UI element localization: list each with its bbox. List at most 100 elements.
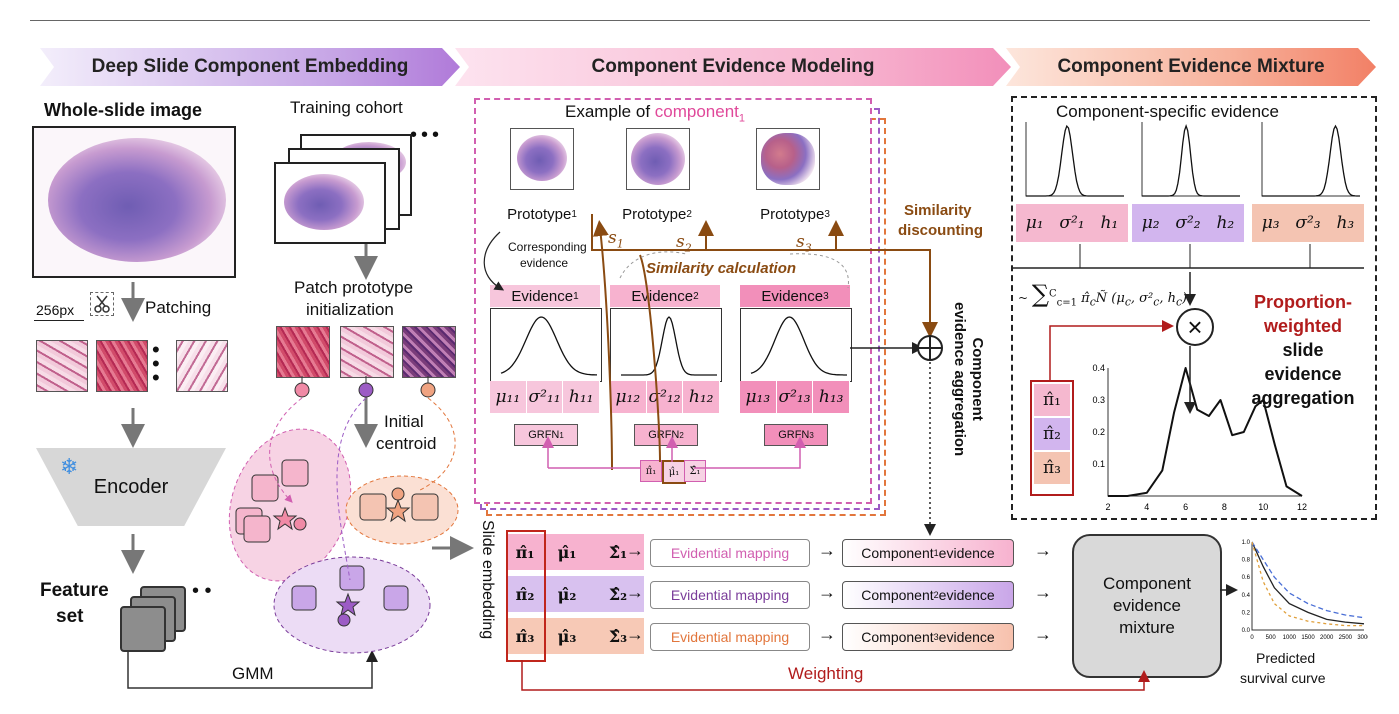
survival-axes <box>1251 542 1364 631</box>
survival-xtick: 2000 <box>1320 635 1334 641</box>
patch-3 <box>176 340 228 392</box>
proportion-line-3: slide <box>1282 340 1324 360</box>
pi-list-1: π̂₁ <box>1034 384 1070 416</box>
cs-sigma-2: σ²₂ <box>1175 213 1201 233</box>
survival-chart: 0500100015002000250030000.00.20.40.60.81… <box>1242 540 1368 641</box>
example-sub: 1 <box>738 112 746 125</box>
mixture-ytick: 0.2 <box>1092 427 1105 437</box>
formula-upper: C <box>1049 288 1057 300</box>
feature-card-1 <box>120 606 166 652</box>
multiply-icon: × <box>1176 308 1214 346</box>
example-title: Example of component1 <box>565 102 745 124</box>
gmm-loop <box>127 650 378 689</box>
gmm-label: GMM <box>232 664 274 683</box>
mixture-xtick: 12 <box>1297 502 1307 512</box>
wsi-image <box>32 126 236 278</box>
input-token-1: π̂₁ <box>640 460 662 482</box>
mixture-formula: ~ ∑Cc=1 π̂cÑ (μc, σ²c, hc) <box>1018 280 1188 309</box>
survival-ytick: 0.6 <box>1242 575 1251 581</box>
cs-curve <box>1142 124 1240 197</box>
training-cohort-label: Training cohort <box>290 98 403 117</box>
pi-list-2: π̂₂ <box>1034 418 1070 450</box>
survival-curve <box>1251 541 1365 619</box>
arrow-emb-3: → <box>626 624 644 644</box>
proto-patch-3 <box>402 326 456 378</box>
survival-ytick: 1.0 <box>1242 540 1251 546</box>
scissors-icon <box>90 292 114 316</box>
wsi-title: Whole-slide image <box>44 100 203 120</box>
patch-prototype-label-2: initialization <box>306 300 394 319</box>
survival-curve <box>1251 541 1364 627</box>
cs-params-2: μ₂ σ²₂ h₂ <box>1132 204 1244 242</box>
patch-prototype-label-1: Patch prototype <box>294 278 414 297</box>
component-specific-title: Component-specific evidence <box>1052 102 1284 122</box>
proportion-line-4: evidence <box>1264 364 1342 384</box>
similarity-s1: s1 <box>608 228 624 251</box>
similarity-discount-2: discounting <box>898 222 983 239</box>
input-token-2: μ̂₁ <box>662 460 686 484</box>
centroid-star-pink <box>272 506 298 531</box>
similarity-s3: s3 <box>796 232 812 255</box>
similarity-s2: s2 <box>676 232 692 255</box>
survival-ytick: 0.2 <box>1242 610 1251 616</box>
param-sigma-2: σ²₁₂ <box>647 381 684 413</box>
proportion-label: Proportion- weighted slide evidence aggr… <box>1240 290 1366 410</box>
arrow-emb-1: → <box>626 540 644 560</box>
emb-sigma-3: Σ̂₃ <box>608 626 628 646</box>
survival-ytick: 0.0 <box>1242 628 1251 634</box>
evidence-plot-3 <box>740 308 852 382</box>
mixture-box-line-2: evidence <box>1112 595 1182 615</box>
patch-size-bar <box>34 320 84 321</box>
survival-curve <box>1251 541 1365 625</box>
arrow-emb-2: → <box>626 582 644 602</box>
mixture-axes <box>1107 368 1302 497</box>
initial-centroid-label-2: centroid <box>376 434 437 453</box>
banner-embedding: Deep Slide Component Embedding <box>40 48 460 86</box>
survival-xtick: 500 <box>1266 635 1277 641</box>
slide-embedding-label: Slide embedding <box>479 520 496 640</box>
weighting-label: Weighting <box>788 664 864 683</box>
pi-list-3: π̂₃ <box>1034 452 1070 484</box>
arrow-cev-3: → <box>1034 624 1052 644</box>
evidential-mapping-1: Evidential mapping <box>650 539 810 567</box>
mixture-box-line-3: mixture <box>1119 618 1175 638</box>
cs-curve <box>1026 124 1124 197</box>
wsi-tissue <box>48 138 226 262</box>
cs-mu-3: μ₃ <box>1261 213 1280 233</box>
snowflake-icon: ❄ <box>60 454 79 479</box>
embedding-row-2: π̂₂ μ̂₂ Σ̂₂ <box>508 576 644 612</box>
cluster-pink <box>228 428 352 582</box>
top-rule <box>30 20 1370 21</box>
cs-params-3: μ₃ σ²₃ h₃ <box>1252 204 1364 242</box>
banner-modeling: Component Evidence Modeling <box>455 48 1011 86</box>
cohort-ellipsis: ••• <box>410 124 444 146</box>
aggregation-line-2: evidence aggregation <box>951 302 968 457</box>
initial-centroid-label-1: Initial <box>384 412 424 431</box>
param-sigma-1: σ²₁₁ <box>527 381 564 413</box>
cs-mu-1: μ₁ <box>1025 213 1044 233</box>
mixture-ytick: 0.4 <box>1092 363 1105 373</box>
component-specific-panel <box>1011 96 1377 520</box>
survival-xtick: 1000 <box>1283 635 1297 641</box>
cs-plot-3 <box>1261 122 1360 197</box>
patch-2 <box>96 340 148 392</box>
pi-highlight-box <box>506 530 546 662</box>
banner-mixture: Component Evidence Mixture <box>1006 48 1376 86</box>
evidential-mapping-2: Evidential mapping <box>650 581 810 609</box>
cohort-slide-1 <box>274 162 386 244</box>
feature-ellipsis: • • <box>192 580 212 602</box>
example-prefix: Example of <box>565 102 655 121</box>
evidence-params-1: μ₁₁ σ²₁₁ h₁₁ <box>490 381 601 413</box>
emb-mu-2: μ̂₂ <box>557 584 577 604</box>
mixture-xtick: 4 <box>1144 502 1149 512</box>
mixture-box: Component evidence mixture <box>1072 534 1222 678</box>
evidence-curve <box>500 316 597 376</box>
